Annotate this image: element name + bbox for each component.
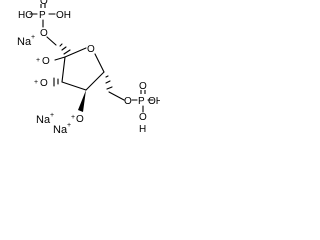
bond-c4-oxide-wedge	[78, 90, 86, 112]
atom-top-oh: OH	[56, 10, 71, 21]
sodium-charge-1: +	[31, 34, 35, 41]
charge-c3: +	[34, 79, 38, 86]
atom-bottom-o-double: O	[139, 81, 147, 92]
molecule-svg: HO P OH O O Na + O + O O + O + Na + Na +…	[17, 0, 160, 136]
charge-c4: +	[71, 114, 75, 121]
charge-c2: +	[36, 57, 40, 64]
bond-c5-ch2-hashed	[105, 75, 113, 90]
bond-c4-c3	[61, 81, 87, 91]
sodium-label-3: Na	[53, 124, 68, 136]
atom-top-o-double: O	[40, 0, 48, 7]
atom-c4-oxide: O	[76, 114, 84, 125]
atom-bottom-o-bridge: O	[124, 96, 132, 107]
atom-c2-oxide: O	[42, 56, 50, 67]
bond-ch2-o-bottom	[108, 91, 125, 101]
atom-bottom-o-lower: O	[139, 112, 147, 123]
atom-bottom-p: P	[138, 96, 145, 107]
sodium-label-2: Na	[36, 114, 51, 126]
atom-c3-oxide: O	[40, 78, 48, 89]
atom-ring-o: O	[87, 44, 95, 55]
bond-c2-c3	[61, 56, 66, 83]
bond-c3-oxide-hashed	[53, 77, 59, 87]
sodium-charge-2: +	[50, 112, 54, 119]
sodium-charge-3: +	[67, 122, 71, 129]
bond-ring-o-c5	[94, 53, 105, 73]
bond-c5-c4	[85, 71, 105, 91]
sodium-label-1: Na	[17, 36, 32, 48]
bond-ch2-c2-hashed	[59, 43, 71, 55]
bond-c2-ring-o	[64, 47, 87, 58]
atom-top-p: P	[39, 10, 46, 21]
atom-bottom-h: H	[139, 124, 146, 135]
structure-drawing: HO P OH O O Na + O + O O + O + Na + Na +…	[0, 0, 160, 144]
bond-o-ch2-top	[46, 36, 57, 46]
bond-c2-oxide	[54, 56, 66, 61]
atom-top-ho: HO	[18, 10, 33, 21]
atom-top-o-bridge: O	[40, 28, 48, 39]
atom-bottom-oh: OH	[148, 96, 160, 107]
